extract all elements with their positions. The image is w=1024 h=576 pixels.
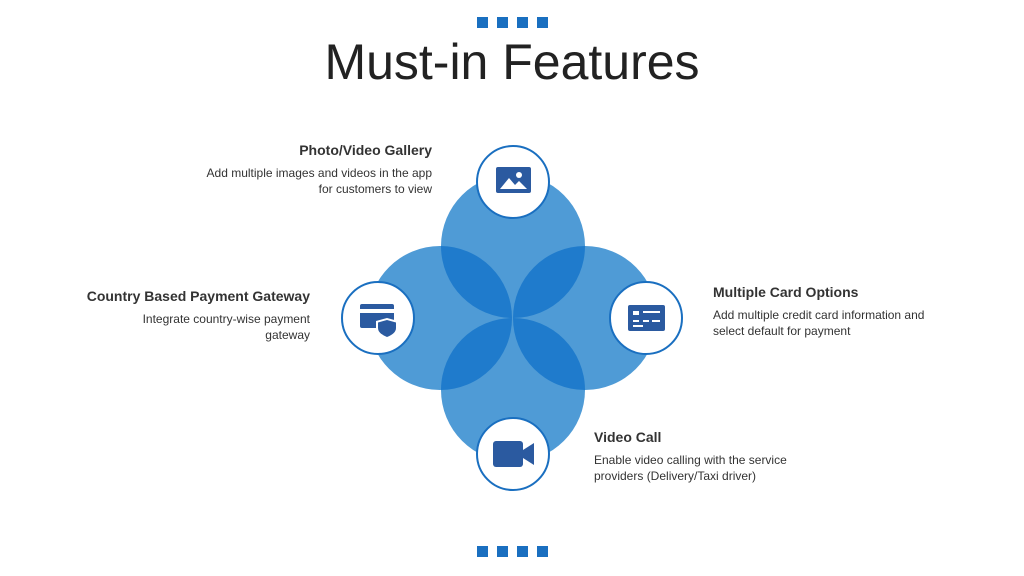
image-icon [496,167,531,193]
bottom-decoration [0,546,1024,557]
feature-gallery-title: Photo/Video Gallery [299,142,432,158]
video-camera-icon [493,441,534,467]
feature-card-options-title: Multiple Card Options [713,284,859,300]
overlap-bottom-right [513,318,585,390]
overlap-top-left [441,246,512,318]
badge-card-options [609,281,683,355]
overlap-top-right [513,246,585,318]
decor-square [476,546,488,557]
feature-video-call-description: Enable video calling with the service pr… [594,453,787,483]
badge-gallery [476,145,550,219]
overlap-bottom-left [441,318,512,390]
top-decoration [0,17,1024,28]
feature-video-call-title: Video Call [594,429,662,445]
decor-square [516,17,528,28]
feature-payment-gateway: Country Based Payment Gateway Integrate … [50,288,310,343]
decor-square [476,17,488,28]
decor-square [536,17,548,28]
badge-payment-gateway [341,281,415,355]
feature-payment-gateway-description: Integrate country-wise payment gateway [142,312,310,342]
feature-gallery: Photo/Video Gallery Add multiple images … [200,142,432,197]
feature-gallery-description: Add multiple images and videos in the ap… [206,166,432,196]
decor-square [496,546,508,557]
feature-payment-gateway-title: Country Based Payment Gateway [86,288,310,304]
page-title: Must-in Features [324,34,700,90]
credit-card-shield-icon [360,304,398,339]
feature-video-call: Video Call Enable video calling with the… [594,429,814,484]
id-card-icon [628,305,665,331]
feature-card-options: Multiple Card Options Add multiple credi… [713,284,953,339]
decor-square [516,546,528,557]
decor-square [496,17,508,28]
badge-video-call [476,417,550,491]
feature-card-options-description: Add multiple credit card information and… [713,308,925,338]
decor-square [536,546,548,557]
